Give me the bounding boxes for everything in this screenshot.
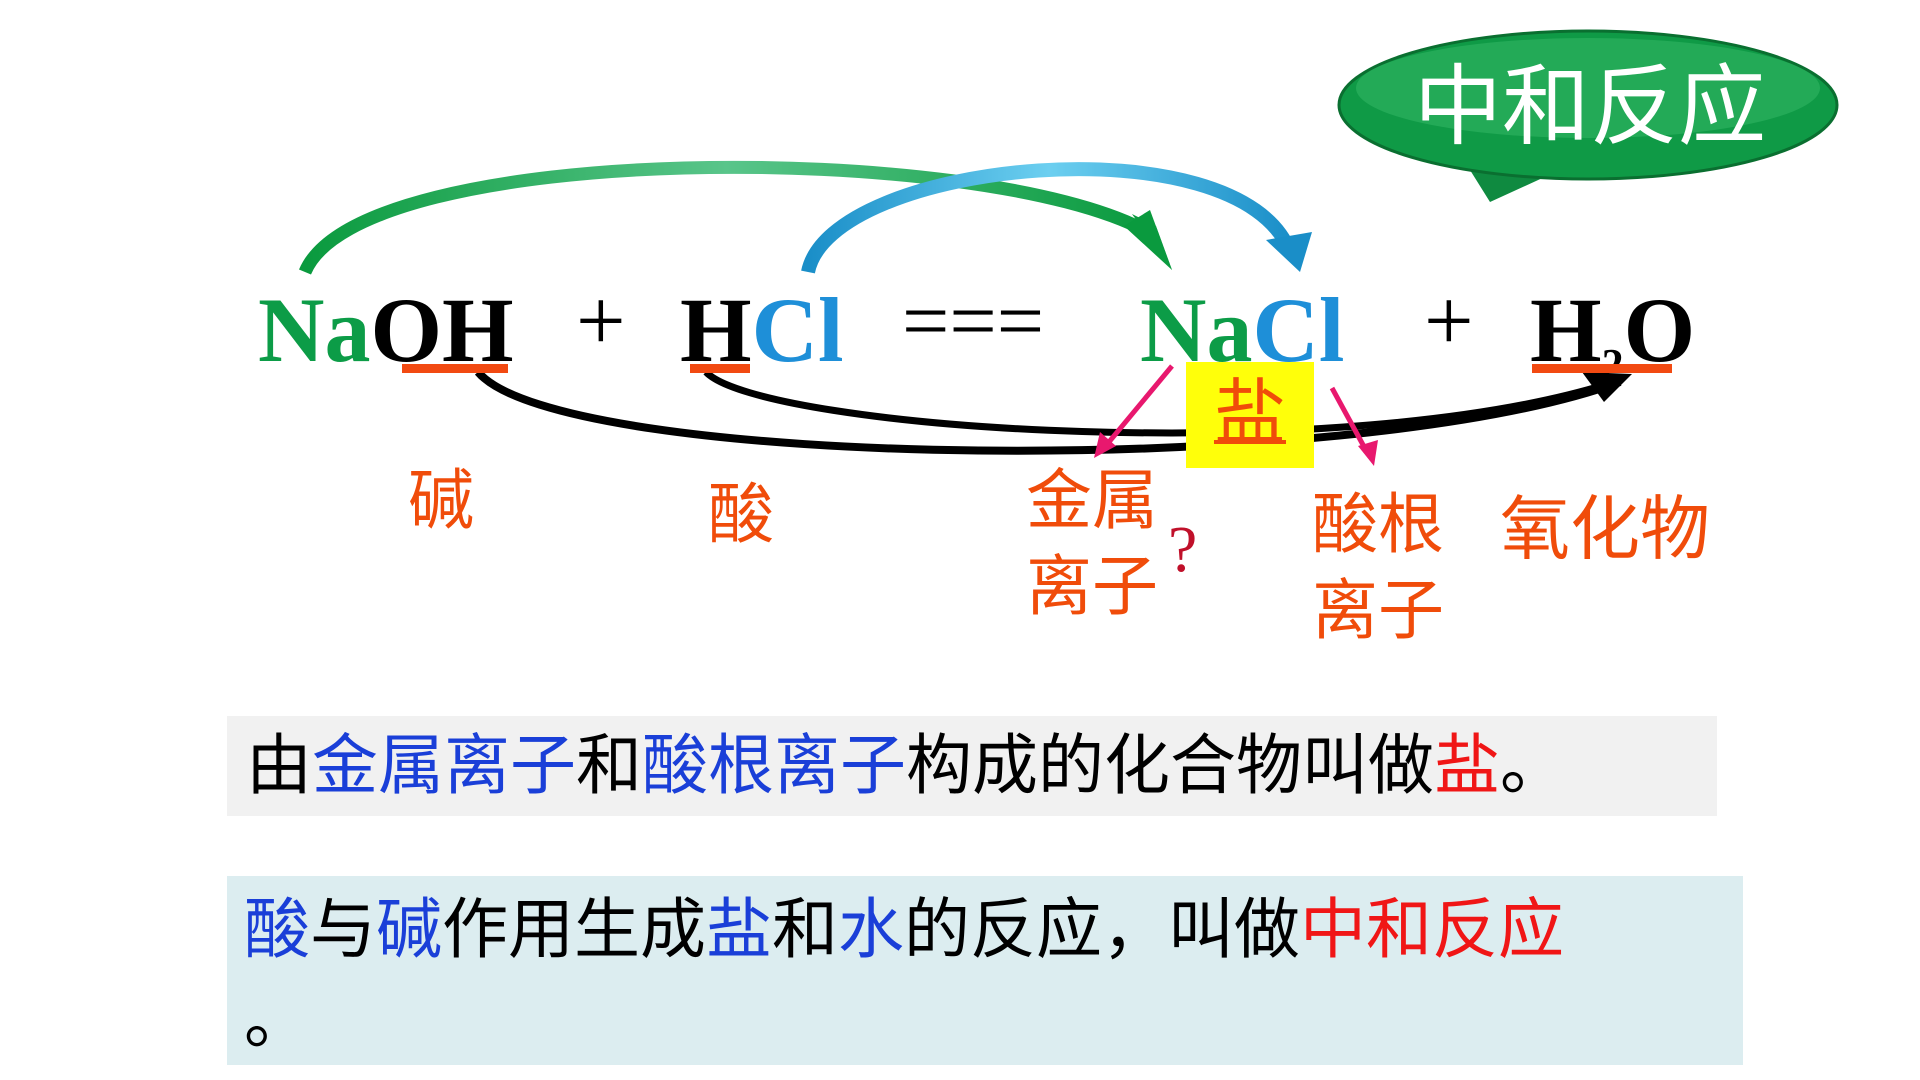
black-arrow-oh (474, 369, 1622, 455)
label-acid-radical-2: 离子 (1312, 572, 1444, 649)
question-mark: ? (1168, 513, 1198, 586)
def2-base: 碱 (376, 891, 442, 968)
label-metal-ion-1: 金属 (1026, 462, 1158, 539)
def1-acid-radical: 酸根离子 (642, 727, 906, 804)
slide-title: 中和反应 (1413, 55, 1766, 158)
plus-sign-1: + (576, 273, 626, 370)
green-arrow (299, 160, 1152, 275)
hcl-cl: Cl (751, 279, 844, 381)
title-bubble (1337, 29, 1839, 202)
def2-acid: 酸 (244, 891, 310, 968)
def2-part: 与 (310, 891, 376, 968)
label-acid-radical-1: 酸根 (1312, 486, 1444, 563)
def1-part: 构成的化合物叫做 (906, 727, 1434, 804)
label-salt: 盐 (1213, 371, 1286, 455)
def2-water: 水 (838, 891, 904, 968)
equals-sign: === (902, 275, 1045, 368)
black-arrow-h (703, 369, 1622, 437)
definition-neutralization: 酸与碱作用生成盐和水的反应，叫做中和反应 (244, 888, 1564, 972)
naoh-na: Na (258, 279, 371, 381)
def1-part: 由 (246, 727, 312, 804)
underline-oh (402, 364, 508, 373)
def1-metal-ion: 金属离子 (312, 727, 576, 804)
salt-highlight (1186, 362, 1314, 468)
blue-arrowhead (1266, 232, 1312, 272)
def1-salt: 盐 (1434, 727, 1500, 804)
underline-h (690, 364, 750, 373)
pink-arrow-acid (1329, 386, 1371, 456)
blue-arrow (801, 162, 1297, 274)
label-metal-ion-2: 离子 (1026, 548, 1158, 625)
def1-period: 。 (1500, 727, 1566, 804)
def2-part: 作用生成 (442, 891, 706, 968)
label-acid: 酸 (708, 476, 774, 553)
def2-neutralization: 中和反应 (1300, 891, 1564, 968)
def2-period: 。 (244, 981, 310, 1058)
pink-arrow-metal (1102, 364, 1174, 450)
definition-salt-box (227, 716, 1717, 816)
label-base: 碱 (408, 462, 474, 539)
definition-salt: 由金属离子和酸根离子构成的化合物叫做盐。 (246, 724, 1566, 808)
definition-neutralization-box (227, 876, 1743, 1065)
def2-salt: 盐 (706, 891, 772, 968)
def1-part: 和 (576, 727, 642, 804)
def2-part: 和 (772, 891, 838, 968)
def2-part: 的反应，叫做 (904, 891, 1300, 968)
black-arrowhead (1582, 372, 1632, 402)
label-oxide: 氧化物 (1500, 488, 1710, 570)
plus-sign-2: + (1424, 273, 1474, 370)
underline-h2o (1532, 364, 1672, 373)
